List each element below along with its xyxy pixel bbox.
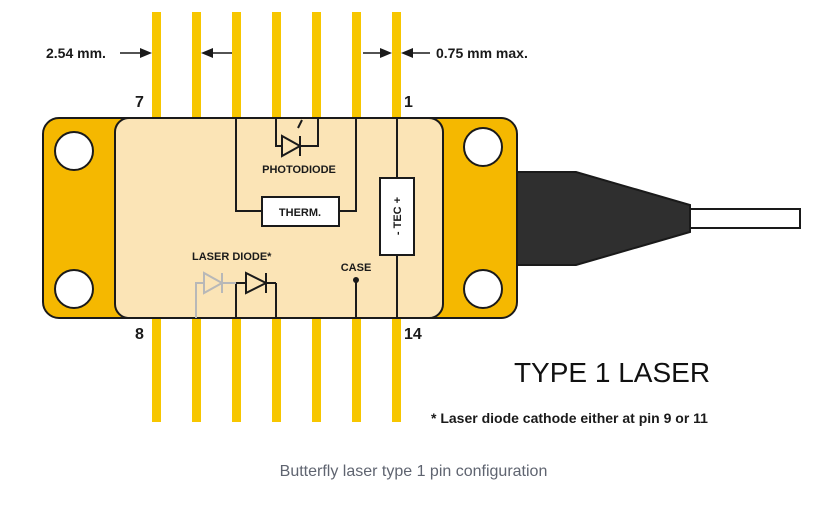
photodiode-label: PHOTODIODE [262,164,336,176]
pin-top-3 [312,12,321,119]
figure-caption: Butterfly laser type 1 pin configuration [279,463,548,480]
case-dot [353,277,359,283]
pin-top-2 [352,12,361,119]
fiber-end [689,208,801,229]
mount-hole-bottom-right [463,269,503,309]
laser-diode-faded-symbol [195,271,236,318]
laser-diode-symbol [236,271,276,295]
thermistor-box [261,196,340,227]
pin14-label: 14 [404,326,422,343]
laser-diode-label: LASER DIODE* [192,251,272,263]
pins [152,12,401,422]
butterfly-package-diagram: 2.54 mm. 0.75 mm max. 7 1 8 14 PHOTODIOD… [42,12,801,426]
pin-width-label: 0.75 mm max. [436,45,528,61]
pin-bottom-14 [392,310,401,422]
pin-top-6 [192,12,201,119]
pin-top-4 [272,12,281,119]
pin7-label: 7 [135,94,144,111]
pin-top-1 [392,12,401,119]
mount-hole-top-right [463,127,503,167]
pin1-label: 1 [404,94,413,111]
pin-bottom-8 [152,310,161,422]
pin-bottom-13 [352,310,361,422]
tec-label: - TEC + [392,197,404,235]
dimension-arrows [120,48,430,58]
pin8-label: 8 [135,326,144,343]
tec-box [379,177,415,256]
pin-bottom-9 [192,310,201,422]
therm-label: THERM. [279,207,321,219]
pin-bottom-12 [312,310,321,422]
pin-top-5 [232,12,241,119]
pin-bottom-10 [232,310,241,422]
case-label: CASE [341,262,372,274]
mount-hole-bottom-left [54,269,94,309]
pitch-label: 2.54 mm. [46,45,106,61]
pin-bottom-11 [272,310,281,422]
photodiode-symbol [281,119,303,158]
footnote: * Laser diode cathode either at pin 9 or… [431,410,708,426]
pin-top-7 [152,12,161,119]
mount-hole-top-left [54,131,94,171]
diagram-title: TYPE 1 LASER [514,357,710,388]
